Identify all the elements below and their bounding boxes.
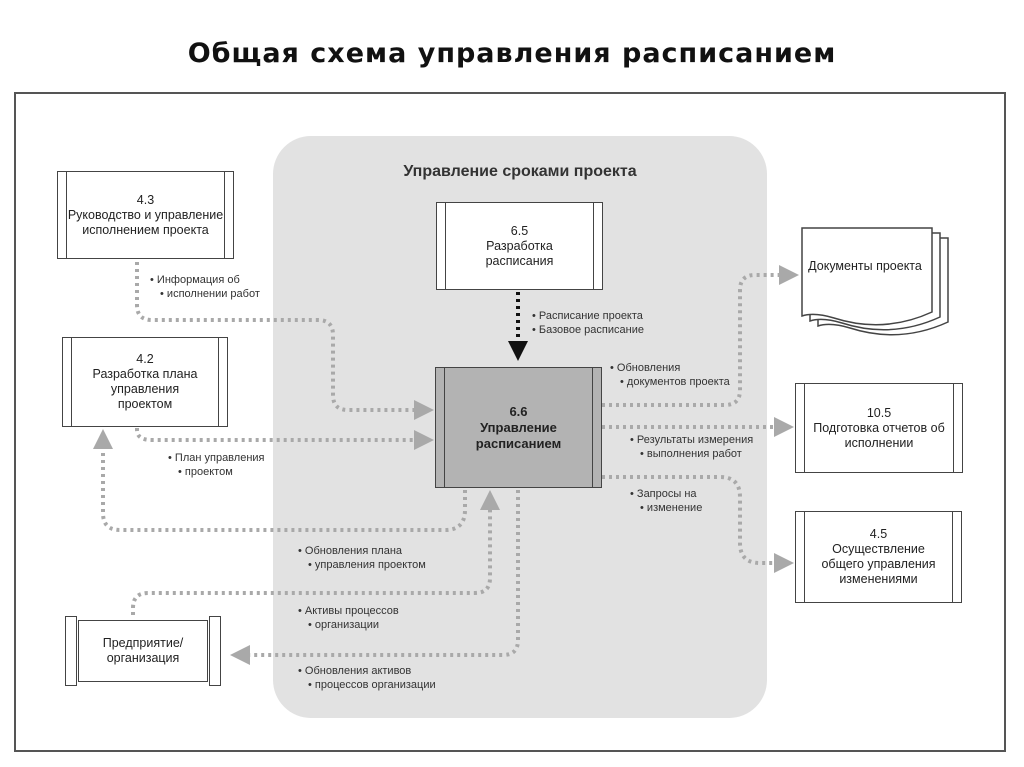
entity-name: Предприятие/ организация — [102, 636, 184, 665]
label-pm-plan: План управления проектом — [168, 451, 265, 479]
label-line: План управления — [168, 451, 265, 465]
area-title: Управление сроками проекта — [403, 163, 637, 180]
process-number: 4.2 — [136, 352, 154, 366]
label-measurements: Результаты измерения выполнения работ — [630, 433, 753, 461]
flow-pm-plan — [135, 428, 434, 450]
label-line: Результаты измерения — [630, 433, 753, 447]
label-line: проектом — [168, 465, 265, 479]
label-line: Расписание проекта — [532, 309, 644, 323]
process-number: 10.5 — [866, 405, 892, 420]
flow-asset-updates — [230, 490, 520, 665]
flow-plan-updates — [93, 429, 467, 532]
process-4-2: 4.2 Разработка плана управления проектом — [62, 337, 228, 427]
enterprise-organization: Предприятие/ организация — [65, 616, 221, 686]
label-line: изменение — [630, 501, 702, 515]
label-line: исполнении работ — [150, 287, 260, 301]
label-plan-updates: Обновления плана управления проектом — [298, 544, 426, 572]
label-line: Обновления активов — [298, 664, 436, 678]
label-schedule: Расписание проекта Базовое расписание — [532, 309, 644, 337]
label-line: Запросы на — [630, 487, 702, 501]
process-4-3: 4.3 Руководство и управление исполнением… — [57, 171, 234, 259]
page-title: Общая схема управления расписанием — [187, 38, 837, 69]
process-6-6: 6.6 Управление расписанием — [435, 367, 602, 488]
documents-stack-icon — [801, 227, 949, 336]
project-documents-label: Документы проекта — [808, 259, 922, 273]
label-work-info: Информация об исполнении работ — [150, 273, 260, 301]
flow-change-requests — [602, 475, 794, 573]
process-number: 6.5 — [510, 223, 529, 238]
label-line: Активы процессов — [298, 604, 399, 618]
flow-doc-updates — [602, 265, 799, 407]
label-line: управления проектом — [298, 558, 426, 572]
label-line: Базовое расписание — [532, 323, 644, 337]
process-number: 4.5 — [869, 527, 888, 541]
label-change-requests: Запросы на изменение — [630, 487, 702, 515]
process-number: 4.3 — [136, 192, 155, 207]
process-number: 6.6 — [509, 403, 528, 419]
process-name: Управление расписанием — [475, 419, 562, 451]
flow-work-info — [135, 262, 434, 420]
process-name: Руководство и управление исполнением про… — [67, 207, 224, 237]
label-line: процессов организации — [298, 678, 436, 692]
process-name: Разработка расписания — [485, 238, 554, 268]
label-line: Обновления плана — [298, 544, 426, 558]
label-line: Информация об — [150, 273, 260, 287]
process-name: Разработка плана управления проектом — [92, 367, 198, 411]
process-name: Подготовка отчетов об исполнении — [813, 420, 945, 450]
diagram-frame — [14, 92, 1006, 752]
label-doc-updates: Обновления документов проекта — [610, 361, 730, 389]
label-line: документов проекта — [610, 375, 730, 389]
label-asset-updates: Обновления активов процессов организации — [298, 664, 436, 692]
process-4-5: 4.5 Осуществление общего управления изме… — [795, 511, 962, 603]
label-line: организации — [298, 618, 399, 632]
process-6-5: 6.5 Разработка расписания — [436, 202, 603, 290]
process-10-5: 10.5 Подготовка отчетов об исполнении — [795, 383, 963, 473]
label-line: выполнения работ — [630, 447, 753, 461]
label-line: Обновления — [610, 361, 730, 375]
label-process-assets: Активы процессов организации — [298, 604, 399, 632]
process-name: Осуществление общего управления изменени… — [821, 542, 936, 586]
